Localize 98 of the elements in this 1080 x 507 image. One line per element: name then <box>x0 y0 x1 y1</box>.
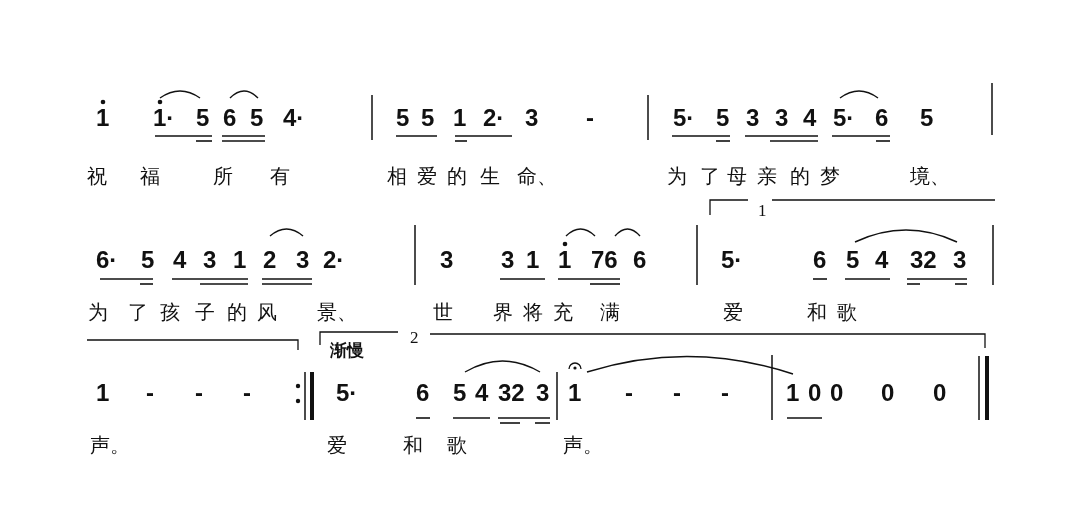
note: 5 <box>846 248 860 272</box>
ending-number: 2 <box>410 328 419 346</box>
note: 0 <box>881 381 895 405</box>
note: 2· <box>323 248 345 272</box>
note: 0 <box>808 381 822 405</box>
ending-number: 1 <box>758 201 767 219</box>
note: - <box>146 381 154 405</box>
lyric: 了 <box>128 302 148 322</box>
lyric: 风 <box>257 302 277 322</box>
tempo-mark: 渐慢 <box>330 341 364 359</box>
note: 5 <box>920 106 934 130</box>
lyric: 界 <box>493 302 513 322</box>
lyric: 为 <box>667 166 687 186</box>
lyric: 祝 <box>87 166 107 186</box>
note: 32 <box>498 381 525 405</box>
note: 3 <box>501 248 515 272</box>
note: 76 <box>591 248 618 272</box>
lyric: 命、 <box>517 166 557 186</box>
note: 5 <box>196 106 210 130</box>
lyric: 亲 <box>757 166 777 186</box>
note: 2· <box>483 106 505 130</box>
lyric: 孩 <box>160 302 180 322</box>
lyric: 生 <box>480 166 500 186</box>
note: - <box>721 381 729 405</box>
note: 5 <box>421 106 435 130</box>
note: 6 <box>813 248 827 272</box>
lyric: 所 <box>213 166 233 186</box>
note: 2 <box>263 248 277 272</box>
lyric: 爱 <box>723 302 743 322</box>
note: 6 <box>875 106 889 130</box>
note: 1· <box>153 106 175 130</box>
note: 3 <box>203 248 217 272</box>
note: 5· <box>673 106 695 130</box>
lyric: 境、 <box>910 166 950 186</box>
note: 3 <box>746 106 760 130</box>
note: 5 <box>716 106 730 130</box>
note: 5 <box>141 248 155 272</box>
note: 6 <box>223 106 237 130</box>
note: 3 <box>296 248 310 272</box>
lyric: 满 <box>600 302 620 322</box>
note: 0 <box>933 381 947 405</box>
note: 1 <box>96 381 110 405</box>
note: 1 <box>453 106 467 130</box>
note: - <box>673 381 681 405</box>
lyric: 声。 <box>90 435 130 455</box>
lyric: 和 <box>807 302 827 322</box>
lyric: 歌 <box>837 302 857 322</box>
note: 1 <box>558 248 572 272</box>
note: 4 <box>803 106 817 130</box>
lyric: 和 <box>403 435 423 455</box>
lyric: 景、 <box>317 302 357 322</box>
lyric: 梦 <box>820 166 840 186</box>
note: 1 <box>526 248 540 272</box>
lyric: 的 <box>227 302 247 322</box>
lyric: 子 <box>195 302 215 322</box>
note: 3 <box>440 248 454 272</box>
lyric: 声。 <box>563 435 603 455</box>
note: - <box>195 381 203 405</box>
lyric: 福 <box>140 166 160 186</box>
note: 3 <box>953 248 967 272</box>
note: 6 <box>416 381 430 405</box>
note: 1 <box>786 381 800 405</box>
note: 4 <box>475 381 489 405</box>
lyric: 歌 <box>447 435 467 455</box>
note: 4 <box>173 248 187 272</box>
note: 5 <box>396 106 410 130</box>
note: - <box>243 381 251 405</box>
note: 5 <box>453 381 467 405</box>
note: 3 <box>536 381 550 405</box>
note: 0 <box>830 381 844 405</box>
note: 1 <box>568 381 582 405</box>
lyric: 的 <box>790 166 810 186</box>
lyric: 了 <box>700 166 720 186</box>
note: - <box>586 106 594 130</box>
note: 6 <box>633 248 647 272</box>
lyric: 充 <box>553 302 573 322</box>
lyric: 为 <box>88 302 108 322</box>
note: 32 <box>910 248 937 272</box>
note: 5· <box>336 381 358 405</box>
note: 6· <box>96 248 118 272</box>
note: 1 <box>96 106 110 130</box>
lyric: 爱 <box>327 435 347 455</box>
note: 3 <box>525 106 539 130</box>
lyric: 的 <box>447 166 467 186</box>
note: 5· <box>721 248 743 272</box>
note: 4 <box>875 248 889 272</box>
note: 4· <box>283 106 305 130</box>
lyric: 有 <box>270 166 290 186</box>
lyric: 爱 <box>417 166 437 186</box>
note: 3 <box>775 106 789 130</box>
note: - <box>625 381 633 405</box>
lyric: 母 <box>727 166 747 186</box>
lyric: 世 <box>433 302 453 322</box>
note: 1 <box>233 248 247 272</box>
lyric: 相 <box>387 166 407 186</box>
lyric: 将 <box>523 302 543 322</box>
note: 5· <box>833 106 855 130</box>
note: 5 <box>250 106 264 130</box>
